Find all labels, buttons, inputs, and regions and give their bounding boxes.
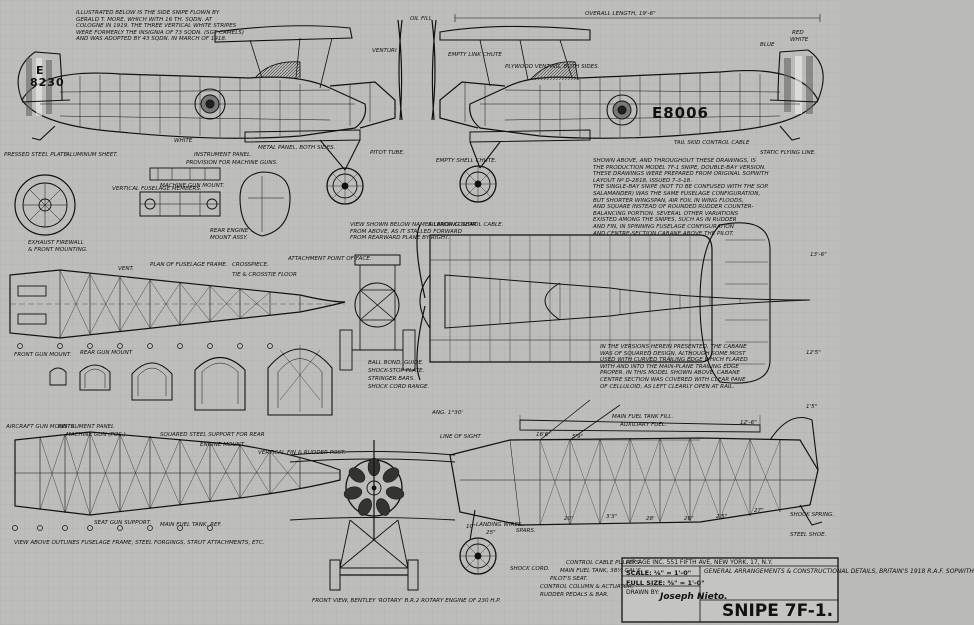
landing-wires-label: LANDING WIRES. xyxy=(476,522,524,528)
engine-note: FRONT VIEW, BENTLEY 'ROTARY' B.R.2 ROTAR… xyxy=(312,598,501,604)
red-label: RED xyxy=(792,30,804,36)
pitot-tube-label: PITOT TUBE. xyxy=(370,150,405,156)
white-label: WHITE xyxy=(174,138,193,144)
shock-cord-range-label: SHOCK CORD RANGE. xyxy=(368,384,430,390)
pressed-steel-label: PRESSED STEEL PLATE. xyxy=(4,152,69,158)
cross-sections xyxy=(49,345,333,416)
cabane-note: IN THE VERSIONS HEREIN PRESENTED, THE CA… xyxy=(600,344,748,390)
history-note: ILLUSTRATED BELOW IS THE SIDE SNIPE FLOW… xyxy=(76,10,245,43)
dim-3-3: 3'3" xyxy=(606,514,618,520)
scale-text: SCALE: ⅛" = 1'-0" xyxy=(626,569,692,577)
tail-serial-number: 8230 xyxy=(30,76,65,89)
fuselage-cutaway xyxy=(12,431,341,531)
plan-fuselage-frame xyxy=(9,269,346,349)
steel-shoe-label: STEEL SHOE. xyxy=(790,532,827,538)
drawn-by-label: DRAWN BY: xyxy=(626,589,660,596)
dim-12-5: 12'5" xyxy=(806,350,821,356)
dim-2-5: 2'5" xyxy=(716,514,728,520)
provision-guns-label: PROVISION FOR MACHINE GUNS. xyxy=(186,160,278,166)
attach-point-label: ATTACHMENT POINT OF FACE. xyxy=(288,256,372,262)
vertical-fin-label: VERTICAL FIN & RUDDER POST. xyxy=(258,450,346,456)
rear-engine-label: REAR ENGINE MOUNT ASSY. xyxy=(210,228,249,241)
white-top-label: WHITE xyxy=(790,37,809,43)
rudder-pedals-label: RUDDER PEDALS & BAR. xyxy=(540,592,609,598)
line-of-sight-label: LINE OF SIGHT xyxy=(440,434,481,440)
control-column-label: CONTROL COLUMN & ACTUATOR. xyxy=(540,584,634,590)
drawn-by-name: Joseph Nieto. xyxy=(660,592,728,602)
front-view xyxy=(289,440,456,591)
tail-skid-label: TAIL SKID CONTROL CABLE xyxy=(674,140,750,146)
instrument-panel-label: INSTRUMENT PANEL. xyxy=(194,152,253,158)
aluminum-sheet-label: ALUMINUM SHEET. xyxy=(66,152,118,158)
exhaust-firewall-label: EXHAUST FIREWALL & FRONT MOUNTING. xyxy=(28,240,88,253)
blue-label: BLUE xyxy=(760,42,775,48)
spars-label: SPARS. xyxy=(516,528,536,534)
blueprint-drawing xyxy=(0,0,840,625)
side-view-right xyxy=(431,14,824,203)
empty-shell-chute-label: EMPTY SHELL CHUTE. xyxy=(436,158,497,164)
vent-label: VENT. xyxy=(118,266,135,272)
dim-25: 25" xyxy=(486,530,496,536)
overall-length-label: OVERALL LENGTH, 19'-6" xyxy=(585,11,656,17)
side-view-left xyxy=(17,19,403,205)
dim-13-6: 13'-6" xyxy=(810,252,827,258)
vertical-members-label: VERTICAL FUSELAGE MEMBERS. xyxy=(112,186,202,192)
dim-1-5: 1'5" xyxy=(806,404,818,410)
front-view-note: VIEW SHOWN BELOW NAMES LANDING GEAR FROM… xyxy=(350,222,477,242)
publisher-text: AIR AGE INC. 551 FIFTH AVE, NEW YORK, 17… xyxy=(626,559,773,566)
dim-27: 27" xyxy=(754,508,764,514)
dim-12-6: 12'-6" xyxy=(740,420,757,426)
plan-fuselage-label: PLAN OF FUSELAGE FRAME. xyxy=(150,262,228,268)
tail-serial-letter: E xyxy=(36,64,45,77)
shock-stop-label: SHOCK-STOP PLATE. xyxy=(368,368,425,374)
empty-link-chute-label: EMPTY LINK CHUTE xyxy=(448,52,502,58)
side-cutaway xyxy=(449,399,823,575)
main-fuel-fill-label: MAIN FUEL TANK FILL. xyxy=(612,414,674,420)
venturi-label: VENTURI xyxy=(372,48,397,54)
dim-5-9: 5'9" xyxy=(572,434,584,440)
aircraft-gun-label: AIRCRAFT GUN MOUNTS. xyxy=(6,424,77,430)
stringer-bars-label: STRINGER BARS. xyxy=(368,376,416,382)
dim-16-6: 16'6" xyxy=(536,432,551,438)
oil-fill-label: OIL FILL xyxy=(410,16,433,22)
control-cable-label: CONTROL CABLE PULLEYS. xyxy=(566,560,642,566)
auxiliary-fuel-label: AUXILIARY FUEL. xyxy=(620,422,667,428)
aileron-cable-label: AILERON CONTROL CABLE. xyxy=(428,222,504,228)
main-fuel-gal-label: MAIN FUEL TANK, 38½ GAL'S. xyxy=(560,568,643,574)
title-description: GENERAL ARRANGEMENTS & CONSTRUCTIONAL DE… xyxy=(704,568,974,575)
instrument-panel2-label: INSTRUMENT PANEL xyxy=(58,424,115,430)
landing-gear-top xyxy=(339,254,416,371)
main-fuel-tank-label: MAIN FUEL TANK, REF. xyxy=(160,522,222,528)
title-block xyxy=(621,557,839,623)
seat-support-label: SEAT GUN SUPPORT. xyxy=(94,520,152,526)
machine-gun-pos-label: MACHINE GUN (POS.) xyxy=(66,432,126,438)
plywood-venting-label: PLYWOOD VENTING, BOTH SIDES. xyxy=(505,64,600,70)
metal-panel-label: METAL PANEL, BOTH SIDES. xyxy=(258,145,336,151)
shock-cord-label: SHOCK CORD. xyxy=(510,566,550,572)
mg-mount-label: MACHINE GUN MOUNT. xyxy=(160,183,225,189)
shock-spring-label: SHOCK SPRING. xyxy=(790,512,835,518)
static-line-label: STATIC FLYING LINE. xyxy=(760,150,817,156)
aircraft-title: SNIPE 7F-1. xyxy=(722,601,834,621)
cutaway-note: VIEW ABOVE OUTLINES FUSELAGE FRAME, STEE… xyxy=(14,540,265,546)
angle-label: ANG. 1°30' xyxy=(432,410,463,416)
dim-26: 26" xyxy=(684,516,694,522)
plan-view xyxy=(416,222,811,384)
dim-20: 20" xyxy=(564,516,574,522)
tie-rod-label: TIE & CROSSTIE FLOOR xyxy=(232,272,297,278)
front-gun-label: FRONT GUN MOUNT. xyxy=(14,352,72,358)
engine-mount-label: ENGINE MOUNT. xyxy=(200,442,246,448)
rear-gun-label: REAR GUN MOUNT xyxy=(80,350,133,356)
ball-bond-label: BALL BOND, GUIDE. xyxy=(368,360,424,366)
drawings-note: SHOWN ABOVE, AND THROUGHOUT THESE DRAWIN… xyxy=(593,158,769,237)
dim-28: 28' xyxy=(646,516,655,522)
squared-steel-label: SQUARED STEEL SUPPORT FOR REAR xyxy=(160,432,265,438)
pilots-seat-label: PILOT'S SEAT. xyxy=(550,576,588,582)
full-size-text: FULL SIZE: ⅝" = 1'-0" xyxy=(626,579,705,587)
dim-10: 10" xyxy=(466,524,476,530)
detail-bulkheads xyxy=(14,167,291,237)
crosspiece-label: CROSSPIECE. xyxy=(232,262,269,268)
fuselage-registration: E8006 xyxy=(652,104,709,122)
